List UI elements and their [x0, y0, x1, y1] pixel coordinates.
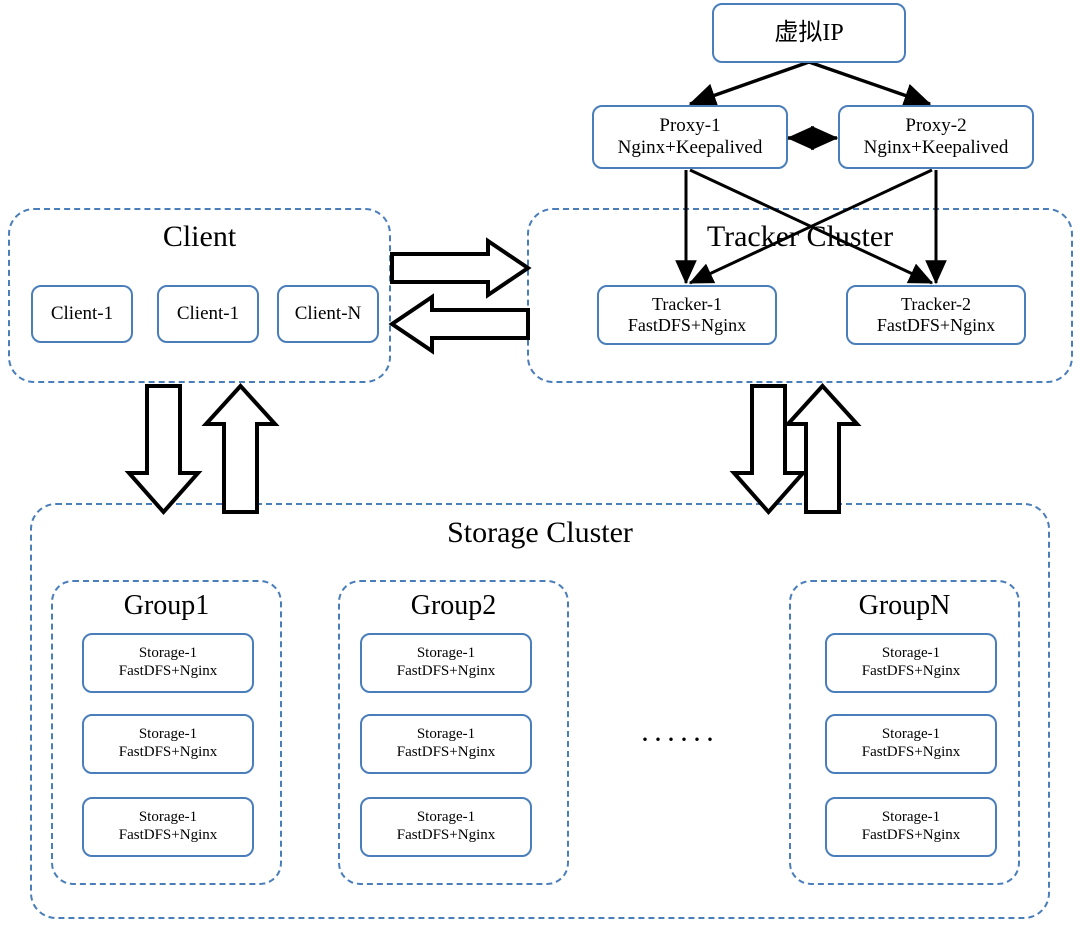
node-groupn-storage-3[interactable]: Storage-1 FastDFS+Nginx [825, 797, 997, 857]
arrow-vip-to-proxy2 [808, 60, 932, 108]
node-proxy-2-name: Proxy-2 [905, 114, 967, 136]
node-groupn-storage-1-stack: FastDFS+Nginx [861, 663, 961, 679]
node-group2-storage-1-stack: FastDFS+Nginx [396, 663, 496, 679]
node-groupn-storage-2[interactable]: Storage-1 FastDFS+Nginx [825, 714, 997, 774]
node-client-n-label: Client-N [294, 302, 362, 324]
node-group2-storage-1-name: Storage-1 [416, 645, 476, 662]
zone-client-title: Client [162, 220, 237, 253]
block-arrow-storage-to-client [201, 383, 280, 514]
node-groupn-storage-2-name: Storage-1 [881, 726, 941, 743]
node-client-2[interactable]: Client-1 [157, 285, 259, 343]
node-group1-storage-2-stack: FastDFS+Nginx [118, 744, 218, 760]
node-proxy-2[interactable]: Proxy-2 Nginx+Keepalived [838, 105, 1034, 169]
node-tracker-2[interactable]: Tracker-2 FastDFS+Nginx [846, 285, 1026, 345]
node-proxy-1-stack: Nginx+Keepalived [617, 137, 763, 158]
block-arrow-client-to-storage [124, 384, 203, 516]
node-group1-storage-2-name: Storage-1 [138, 726, 198, 743]
node-group2-storage-3[interactable]: Storage-1 FastDFS+Nginx [360, 797, 532, 857]
node-group2-storage-3-name: Storage-1 [416, 809, 476, 826]
node-tracker-2-stack: FastDFS+Nginx [876, 315, 996, 335]
node-client-2-label: Client-1 [176, 302, 240, 324]
node-group1-storage-3[interactable]: Storage-1 FastDFS+Nginx [82, 797, 254, 857]
zone-tracker-cluster-title: Tracker Cluster [706, 220, 894, 253]
node-tracker-2-name: Tracker-2 [901, 293, 971, 314]
node-tracker-1-stack: FastDFS+Nginx [627, 315, 747, 335]
node-group1-storage-3-stack: FastDFS+Nginx [118, 827, 218, 843]
node-group1-storage-1[interactable]: Storage-1 FastDFS+Nginx [82, 633, 254, 693]
node-proxy-1[interactable]: Proxy-1 Nginx+Keepalived [592, 105, 788, 169]
groups-ellipsis: ······ [640, 723, 718, 756]
zone-group-n [789, 580, 1020, 885]
node-group2-storage-2-name: Storage-1 [416, 726, 476, 743]
node-groupn-storage-1-name: Storage-1 [881, 645, 941, 662]
block-arrow-tracker-to-client [388, 293, 530, 355]
block-arrow-tracker-to-storage [729, 384, 808, 516]
node-groupn-storage-3-stack: FastDFS+Nginx [861, 827, 961, 843]
block-arrow-client-to-tracker [390, 237, 532, 299]
node-group1-storage-1-name: Storage-1 [138, 645, 198, 662]
node-client-1-label: Client-1 [50, 302, 114, 324]
node-virtual-ip-label: 虚拟IP [774, 19, 844, 46]
node-client-1[interactable]: Client-1 [31, 285, 133, 343]
node-tracker-1[interactable]: Tracker-1 FastDFS+Nginx [597, 285, 777, 345]
node-group2-storage-2-stack: FastDFS+Nginx [396, 744, 496, 760]
node-group2-storage-1[interactable]: Storage-1 FastDFS+Nginx [360, 633, 532, 693]
node-client-n[interactable]: Client-N [277, 285, 379, 343]
arrow-vip-to-proxy1 [688, 60, 810, 107]
node-group2-storage-2[interactable]: Storage-1 FastDFS+Nginx [360, 714, 532, 774]
zone-storage-cluster [30, 503, 1050, 919]
node-proxy-1-name: Proxy-1 [659, 114, 721, 136]
zone-group-2 [338, 580, 569, 885]
node-groupn-storage-2-stack: FastDFS+Nginx [861, 744, 961, 760]
node-virtual-ip[interactable]: 虚拟IP [712, 3, 906, 63]
zone-group-n-title: GroupN [858, 590, 951, 621]
node-tracker-1-name: Tracker-1 [652, 293, 722, 314]
node-group1-storage-1-stack: FastDFS+Nginx [118, 663, 218, 679]
zone-group-1-title: Group1 [123, 590, 210, 621]
zone-group-1 [51, 580, 282, 885]
node-groupn-storage-1[interactable]: Storage-1 FastDFS+Nginx [825, 633, 997, 693]
node-proxy-2-stack: Nginx+Keepalived [863, 137, 1009, 158]
zone-group-2-title: Group2 [410, 590, 497, 621]
node-group1-storage-2[interactable]: Storage-1 FastDFS+Nginx [82, 714, 254, 774]
block-arrow-storage-to-tracker [783, 383, 862, 514]
node-groupn-storage-3-name: Storage-1 [881, 809, 941, 826]
node-group1-storage-3-name: Storage-1 [138, 809, 198, 826]
zone-storage-cluster-title: Storage Cluster [447, 516, 633, 549]
node-group2-storage-3-stack: FastDFS+Nginx [396, 827, 496, 843]
